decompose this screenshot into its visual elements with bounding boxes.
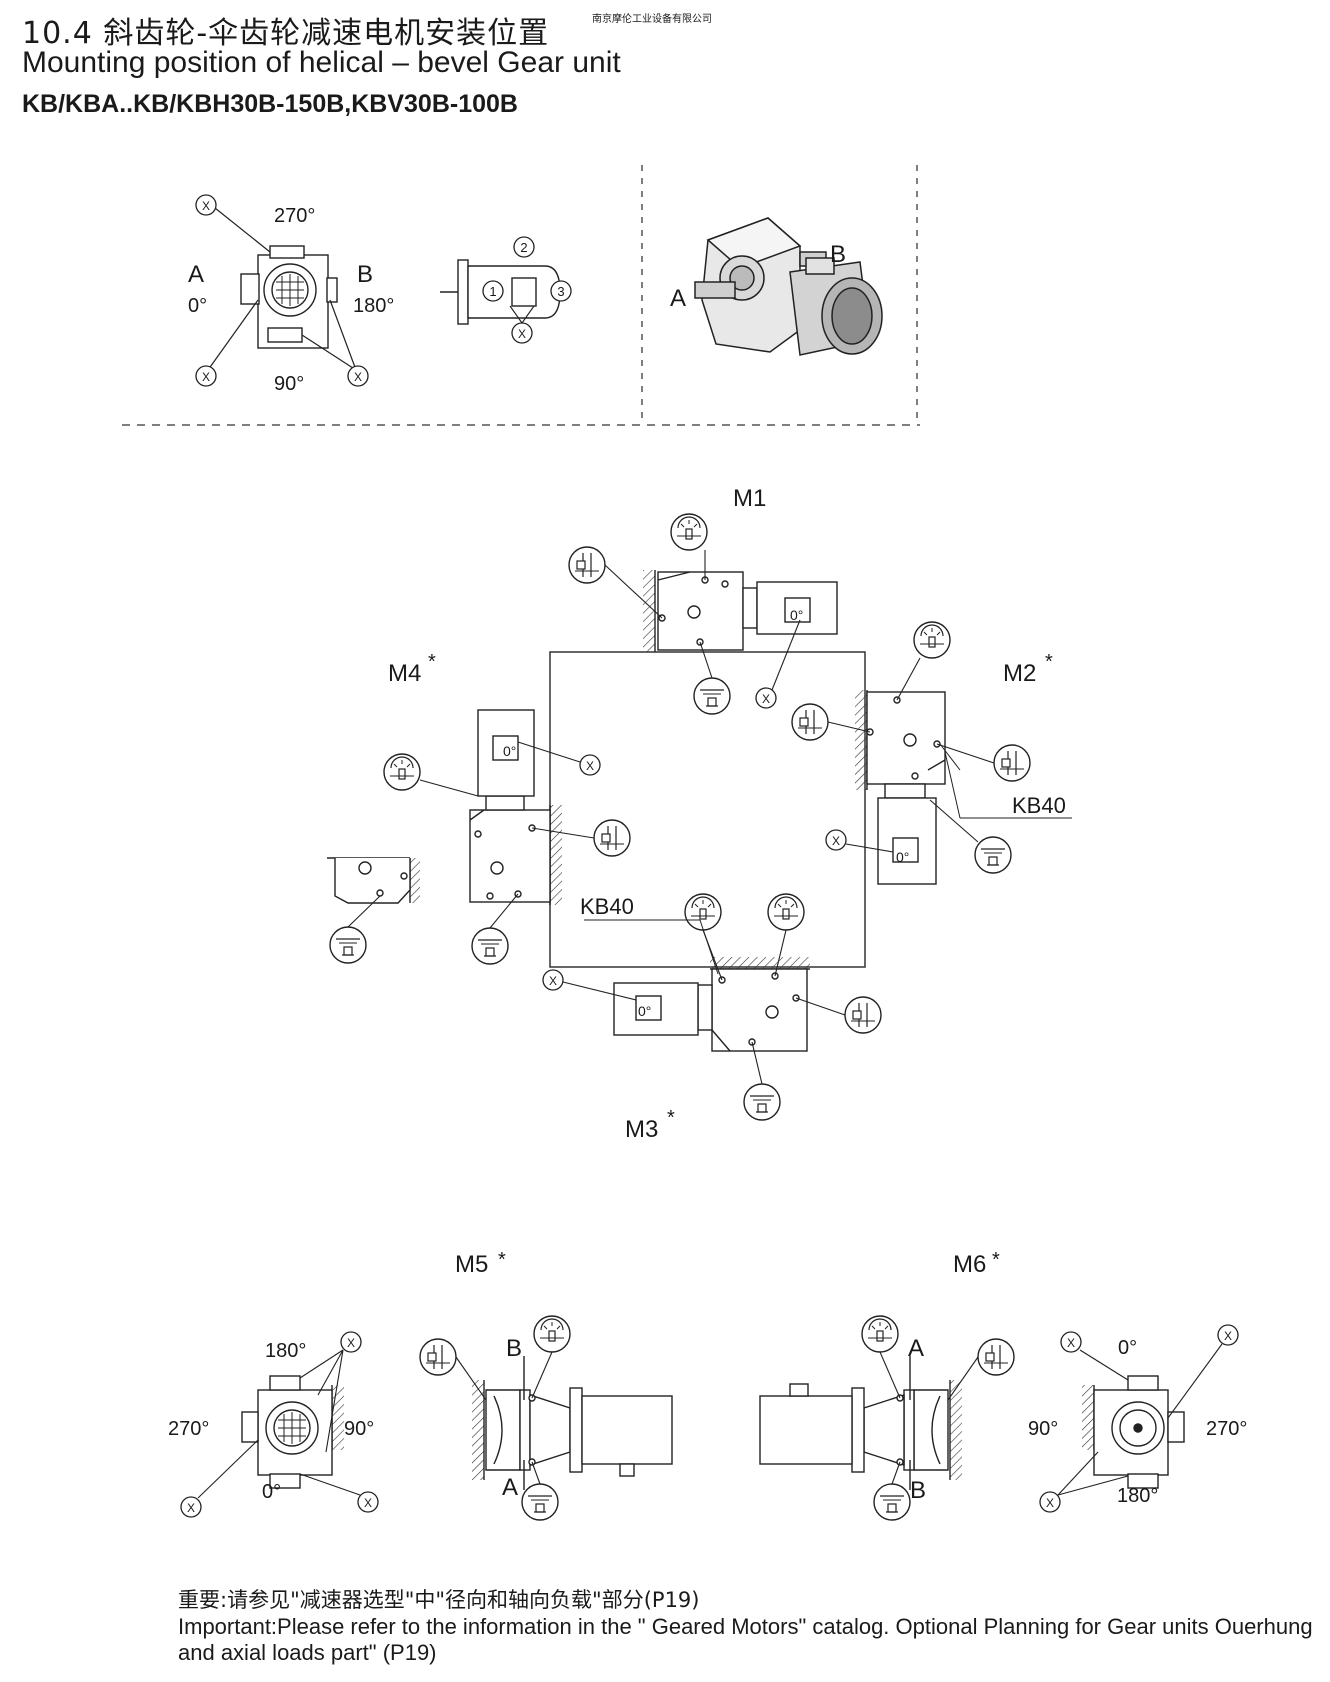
x-mark: X	[364, 1496, 372, 1510]
m2-kb40-label: KB40	[1012, 793, 1066, 818]
reference-end-view	[240, 245, 338, 349]
m3-label: M3	[625, 1116, 658, 1143]
title-english: Mounting position of helical – bevel Gea…	[22, 46, 621, 79]
company-name: 南京摩伦工业设备有限公司	[592, 14, 712, 25]
x-mark: X	[1224, 1329, 1232, 1343]
x-mark: X	[586, 759, 594, 773]
angle-0-label: 0°	[188, 295, 207, 317]
m6-shaft-b: B	[910, 1477, 926, 1504]
isometric-gear-motor	[694, 217, 883, 356]
shaft-a-label: A	[188, 261, 204, 288]
m5-angle-left: 270°	[168, 1418, 209, 1440]
terminal-3-label: 3	[557, 284, 564, 299]
iso-shaft-a-label: A	[670, 285, 686, 312]
m6-angle-left: 90°	[1028, 1418, 1058, 1440]
x-mark: X	[347, 1336, 355, 1350]
terminal-box-view	[440, 259, 561, 325]
m2-zero-mark: 0°	[896, 849, 909, 865]
m2-star: *	[1045, 651, 1053, 673]
x-mark: X	[187, 1501, 195, 1515]
x-mark: X	[549, 974, 557, 988]
m4-star: *	[428, 651, 436, 673]
m5-shaft-a: A	[502, 1474, 518, 1501]
m5-angle-bottom: 0°	[262, 1481, 281, 1503]
angle-270-label: 270°	[274, 205, 315, 227]
m6-angle-right: 270°	[1206, 1418, 1247, 1440]
m6-angle-bottom: 180°	[1117, 1485, 1158, 1507]
angle-180-label: 180°	[353, 295, 394, 317]
m1-gearmotor	[643, 570, 838, 652]
m5-end-view	[241, 1375, 344, 1489]
m6-shaft-a: A	[908, 1335, 924, 1362]
x-mark: X	[202, 370, 210, 384]
angle-90-label: 90°	[274, 373, 304, 395]
footer-note-chinese: 重要:请参见"减速器选型"中"径向和轴向负载"部分(P19)	[178, 1588, 700, 1612]
m4-gearmotor	[469, 709, 562, 905]
m6-label: M6	[953, 1251, 986, 1278]
m5-shaft-b: B	[506, 1335, 522, 1362]
m4-kb40-detail	[327, 857, 420, 904]
m5-angle-top: 180°	[265, 1340, 306, 1362]
x-mark: X	[202, 199, 210, 213]
shaft-b-label: B	[357, 261, 373, 288]
x-mark: X	[1046, 1496, 1054, 1510]
m3-kb40-label: KB40	[580, 894, 634, 919]
terminal-2-label: 2	[520, 240, 527, 255]
m2-label: M2	[1003, 660, 1036, 687]
footer-note-english: Important:Please refer to the informatio…	[178, 1614, 1313, 1665]
m5-angle-right: 90°	[344, 1418, 374, 1440]
m6-angle-top: 0°	[1118, 1337, 1137, 1359]
m3-star: *	[667, 1107, 675, 1129]
m3-zero-mark: 0°	[638, 1003, 651, 1019]
m3-gearmotor	[613, 957, 810, 1052]
m2-gearmotor	[855, 690, 946, 885]
model-range: KB/KBA..KB/KBH30B-150B,KBV30B-100B	[22, 90, 518, 118]
title-chinese: 10.4 斜齿轮-伞齿轮减速电机安装位置	[22, 16, 550, 51]
x-mark: X	[762, 692, 770, 706]
m5-side-view	[472, 1356, 673, 1490]
m5-label: M5	[455, 1251, 488, 1278]
x-mark: X	[354, 370, 362, 384]
m1-zero-mark: 0°	[790, 607, 803, 623]
m6-side-view	[759, 1356, 962, 1490]
m1-label: M1	[733, 485, 766, 512]
m6-star: *	[992, 1249, 1000, 1271]
m4-label: M4	[388, 660, 421, 687]
x-mark: X	[518, 327, 526, 341]
x-mark: X	[1067, 1336, 1075, 1350]
m6-end-view	[1082, 1375, 1185, 1489]
iso-shaft-b-label: B	[830, 241, 846, 268]
m5-star: *	[498, 1249, 506, 1271]
terminal-1-label: 1	[489, 284, 496, 299]
m4-zero-mark: 0°	[503, 743, 516, 759]
x-mark: X	[832, 834, 840, 848]
